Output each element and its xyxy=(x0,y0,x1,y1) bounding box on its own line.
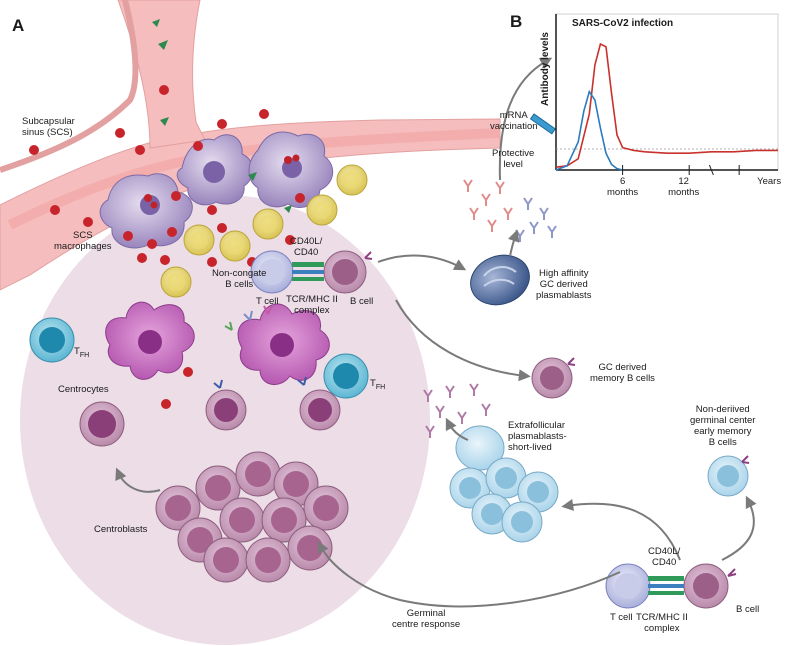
label-subcapsular-sinus: Subcapsular sinus (SCS) xyxy=(22,116,75,138)
label-t-cell-top: T cell xyxy=(256,296,279,307)
label-tcr-mhc-top: TCR/MHC II complex xyxy=(286,294,338,316)
arrow-to-plasmablast xyxy=(377,254,467,271)
series-line-1 xyxy=(555,42,778,168)
y-axis-label: Antibody levels xyxy=(540,32,551,106)
virus-particles xyxy=(29,85,305,409)
tfh-cell-right xyxy=(323,353,369,399)
non-cognate-b-cell xyxy=(160,266,192,298)
label-gc-memory: GC derived memory B cells xyxy=(590,362,655,384)
arrow-to-antibody-chart xyxy=(498,57,553,181)
antibodies-on-fdc xyxy=(213,305,307,389)
label-tcr-mhc-bottom: TCR/MHC II complex xyxy=(636,612,688,634)
non-cognate-b-cell xyxy=(183,224,215,256)
scs-macrophage-3 xyxy=(248,131,334,208)
series-line-2 xyxy=(555,89,623,171)
label-germinal-centre-response: Germinal centre response xyxy=(392,608,461,630)
secreted-antibodies-mid xyxy=(423,383,491,438)
label-b-cell-bottom: B cell xyxy=(736,604,760,615)
arrow-to-centrocytes xyxy=(115,467,161,493)
b-cell-bottom xyxy=(683,563,737,609)
scs-macrophage-2 xyxy=(176,134,254,206)
vessel-wall-top xyxy=(0,0,139,173)
x-tick-label: Years xyxy=(757,176,781,187)
label-centrocytes: Centrocytes xyxy=(58,384,109,395)
label-non-derived-memory: Non-deriived germinal center early memor… xyxy=(690,404,756,448)
arrow-to-germinal-centre xyxy=(317,540,621,608)
arrow-to-early-memory xyxy=(721,495,757,561)
gc-b-cell xyxy=(205,389,247,431)
arrow-to-extrafollicular xyxy=(561,499,681,561)
arrow-extrafollicular-to-antibodies xyxy=(445,417,469,441)
chart-title: SARS-CoV2 infection xyxy=(572,18,673,29)
synapse-receptors-top xyxy=(292,262,324,281)
axis-break xyxy=(708,164,714,176)
label-b-cell-top: B cell xyxy=(350,296,374,307)
follicular-dendritic-cell-1 xyxy=(105,301,195,380)
antigen-fragments xyxy=(152,19,292,213)
tfh-sub: FH xyxy=(79,351,90,359)
tfh-t: T xyxy=(370,378,376,389)
secreted-antibodies-top xyxy=(463,179,557,242)
early-memory-b-cell xyxy=(707,455,750,497)
label-scs-macrophages: SCS macrophages xyxy=(54,230,112,252)
label-protective-level: Protective level xyxy=(492,148,535,170)
tfh-cell-left xyxy=(29,317,75,363)
follicular-dendritic-cell-2 xyxy=(237,303,330,385)
extrafollicular-plasmablast-cluster xyxy=(449,425,559,543)
gc-b-cell xyxy=(299,389,341,431)
label-high-affinity: High affinity GC derived plasmablasts xyxy=(536,268,592,301)
flow-arrows xyxy=(115,57,757,608)
high-affinity-plasmablast xyxy=(470,254,530,306)
label-centroblasts: Centroblasts xyxy=(94,524,148,535)
arrow-plasmablast-to-antibodies xyxy=(508,229,520,257)
label-cd40l-bottom: CD40L/ CD40 xyxy=(648,546,681,568)
gc-memory-b-cell xyxy=(531,357,576,399)
t-cell-bottom xyxy=(605,563,651,609)
label-non-cognate-b-cells: Non-congate B cells xyxy=(212,268,267,290)
synapse-receptors-bottom xyxy=(648,576,684,595)
arrow-to-memory xyxy=(395,299,531,382)
centroblast-cluster xyxy=(155,451,349,583)
centrocyte xyxy=(79,401,125,447)
non-cognate-b-cell xyxy=(336,164,368,196)
chart-frame xyxy=(555,13,779,171)
tfh-sub: FH xyxy=(375,383,386,391)
label-tfh-right: TFH xyxy=(370,378,385,393)
label-cd40l-top: CD40L/ CD40 xyxy=(290,236,323,258)
label-mrna-vaccination: mRNA vaccination xyxy=(490,110,538,132)
panel-label-b: B xyxy=(510,12,523,31)
non-cognate-b-cell xyxy=(219,230,251,262)
label-tfh-left: TFH xyxy=(74,346,89,361)
non-cognate-b-cell xyxy=(306,194,338,226)
panel-label-a: A xyxy=(12,16,25,35)
label-extrafollicular: Extrafollicular plasmablasts- short-live… xyxy=(508,420,567,453)
tfh-t: T xyxy=(74,346,80,357)
label-t-cell-bottom: T cell xyxy=(610,612,633,623)
non-cognate-b-cell xyxy=(252,208,284,240)
